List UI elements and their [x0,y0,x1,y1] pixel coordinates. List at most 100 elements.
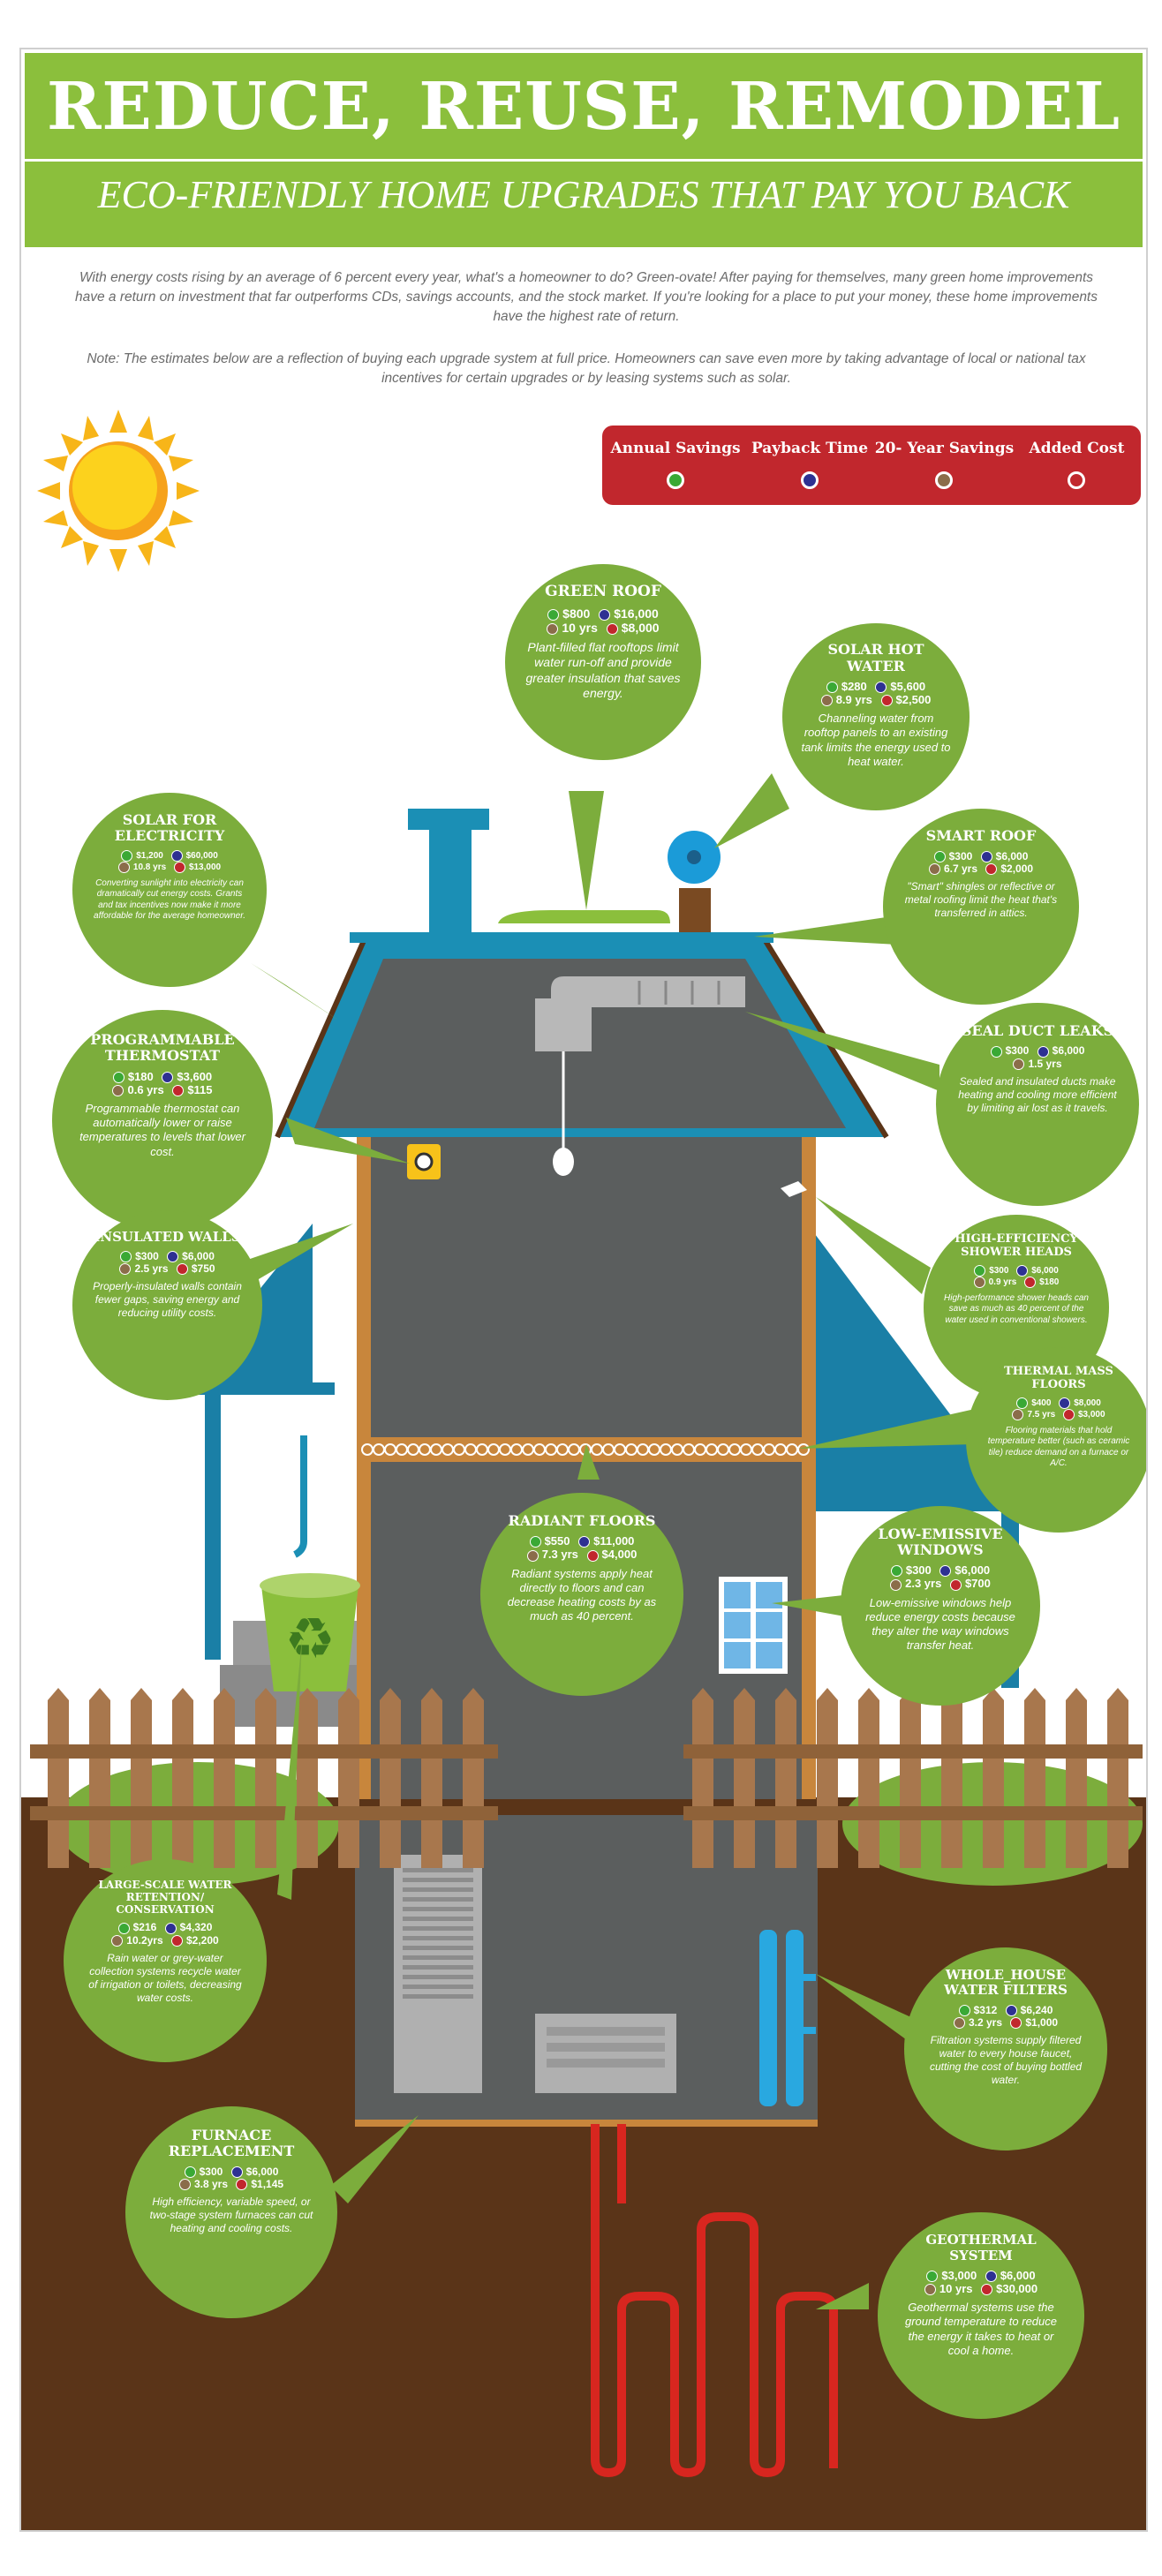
fence [30,1688,1143,1868]
blue-dot-icon [162,1071,174,1083]
stat-annual-savings: $1,200 [136,850,163,861]
fence-picket [255,1688,276,1868]
fence-rail [683,1744,1143,1759]
blue-dot-icon [578,1536,591,1548]
bubble-description: Plant-filled flat rooftops limit water r… [525,639,681,701]
bubble-title: LOW-EMISSIVE WINDOWS [878,1525,1003,1558]
stat-added-cost: $30,000 [996,2281,1038,2295]
page-subtitle: ECO-FRIENDLY HOME UPGRADES THAT PAY YOU … [97,173,1070,216]
stat-annual-savings: $300 [199,2165,223,2178]
brown-dot-icon [547,622,559,635]
brown-dot-icon [953,2017,965,2030]
blue-dot-icon [1016,1264,1029,1277]
green-dot-icon [117,1922,130,1934]
bubble-geothermal: GEOTHERMAL SYSTEM $3,000 $6,000 10 yrs $… [878,2212,1084,2419]
brown-dot-icon [1013,1058,1025,1071]
stat-annual-savings: $800 [562,606,591,621]
bubble-description: Rain water or grey-water collection syst… [88,1952,242,2005]
header-banner: REDUCE, REUSE, REMODEL ECO-FRIENDLY HOME… [25,53,1143,247]
fence-picket [463,1688,484,1868]
legend-payback-label: Payback Time [751,440,869,457]
stat-twenty-year: 7.5 yrs [1027,1410,1056,1420]
brown-dot-icon [890,1578,902,1591]
fence-picket [1107,1688,1128,1868]
red-dot-icon [880,695,893,707]
fence-picket [817,1688,838,1868]
red-dot-icon [586,1549,599,1562]
fence-picket [941,1688,962,1868]
stat-twenty-year: 8.9 yrs [835,693,872,707]
brown-dot-icon [928,863,940,876]
bubble-description: Programmable thermostat can automaticall… [79,1101,245,1158]
stat-added-cost: $1,000 [1025,2015,1059,2029]
stat-payback: $6,000 [245,2165,279,2178]
green-dot-icon [958,2004,970,2016]
fence-picket [89,1688,110,1868]
stat-annual-savings: $300 [948,849,973,862]
stat-added-cost: $750 [191,1262,215,1276]
stat-payback: $6,000 [1000,2268,1036,2282]
legend-blue-dot-icon [801,471,819,489]
stat-annual-savings: $216 [132,1921,157,1934]
svg-text:♻: ♻ [284,1607,335,1670]
green-dot-icon [933,850,946,862]
stat-payback: $6,000 [182,1249,215,1262]
stat-annual-savings: $312 [973,2003,998,2016]
red-dot-icon [985,863,998,876]
blue-dot-icon [875,682,887,694]
legend-added-cost-label: Added Cost [1029,440,1125,457]
fence-picket [131,1688,152,1868]
stat-added-cost: $2,500 [895,693,932,707]
stat-payback: $6,240 [1020,2003,1053,2016]
bubble-description: Filtration systems supply filtered water… [929,2034,1083,2087]
red-dot-icon [171,1935,183,1947]
bubble-title: SOLAR HOT WATER [827,641,924,674]
bubble-description: High efficiency, variable speed, or two-… [149,2196,313,2235]
bubble-solar-hot-water: SOLAR HOT WATER $280 $5,600 8.9 yrs $2,5… [782,623,970,810]
green-dot-icon [890,1565,902,1578]
red-dot-icon [172,1084,185,1096]
fence-picket [48,1688,69,1868]
stat-annual-savings: $300 [135,1249,159,1262]
green-dot-icon [112,1071,124,1083]
bubble-thermostat: PROGRAMMABLE THERMOSTAT $180 $3,600 0.6 … [52,1010,273,1231]
blue-dot-icon [1005,2004,1017,2016]
stat-payback: $8,000 [1074,1398,1101,1409]
stat-twenty-year: 0.9 yrs [988,1277,1017,1288]
page-title: REDUCE, REUSE, REMODEL [46,69,1121,145]
fence-picket [775,1688,796,1868]
green-dot-icon [826,682,838,694]
stat-annual-savings: $300 [905,1563,932,1578]
stat-added-cost: $8,000 [621,620,660,635]
stat-annual-savings: $300 [1005,1044,1030,1058]
blue-dot-icon [599,608,611,621]
bubble-seal-duct: SEAL DUCT LEAKS $300 $6,000 1.5 yrs Seal… [936,1003,1139,1206]
stat-payback: $4,320 [179,1921,213,1934]
furnace-unit [535,2014,676,2093]
legend-brown-dot-icon [935,471,953,489]
blue-dot-icon [1059,1397,1071,1409]
fence-picket [734,1688,755,1868]
stat-annual-savings: $280 [841,679,867,693]
blue-dot-icon [980,850,992,862]
bubble-title: HIGH-EFFICIENCY SHOWER HEADS [954,1232,1078,1259]
green-dot-icon [1016,1397,1029,1409]
bubble-description: Properly-insulated walls contain fewer g… [93,1280,242,1320]
legend-twenty-year-label: 20- Year Savings [874,440,1015,457]
fence-rail [30,1806,498,1820]
bubble-description: "Smart" shingles or reflective or metal … [904,880,1058,920]
bubble-title: FURNACE REPLACEMENT [168,2127,295,2160]
bubble-description: Sealed and insulated ducts make heating … [958,1075,1117,1115]
stat-payback: $6,000 [954,1563,991,1578]
blue-dot-icon [167,1251,179,1263]
red-dot-icon [949,1578,962,1591]
recycle-bin-icon: ♻ [260,1573,360,1691]
stat-twenty-year: 1.5 yrs [1028,1057,1062,1070]
bubble-description: Flooring materials that hold temperature… [987,1425,1130,1469]
green-dot-icon [120,1251,132,1263]
bubble-solar-electricity: SOLAR FOR ELECTRICITY $1,200 $60,000 10.… [72,793,267,987]
stat-twenty-year: 3.2 yrs [968,2015,1002,2029]
stat-twenty-year: 10.8 yrs [132,862,167,872]
brown-dot-icon [111,1935,124,1947]
bubble-title: WHOLE_HOUSE WATER FILTERS [944,1967,1068,1999]
